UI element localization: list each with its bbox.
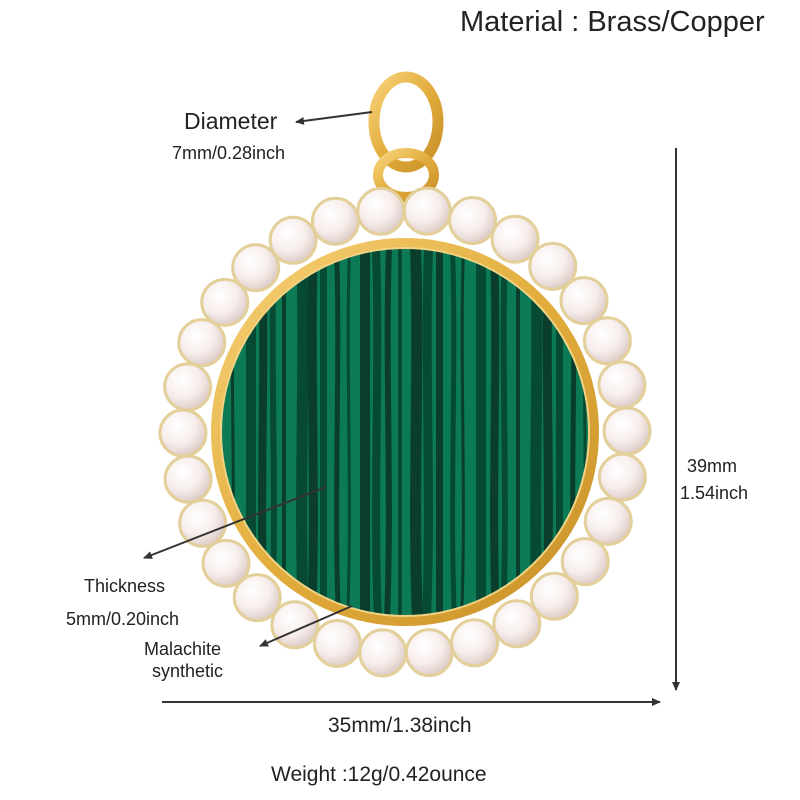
pearl-bead [492, 599, 542, 649]
height-mm: 39mm [687, 456, 738, 476]
pearl-bead [356, 186, 406, 236]
pearl-bead [232, 573, 282, 623]
pearl-bead [404, 628, 454, 678]
width-dimension: 35mm/1.38inch [328, 714, 472, 737]
bail-ring [368, 71, 444, 202]
pearl-bead [528, 241, 578, 291]
diameter-value: 7mm/0.28inch [172, 143, 286, 163]
pearl-bead [529, 571, 579, 621]
pearl-bead [268, 215, 318, 265]
pearl-bead [583, 496, 633, 546]
pearl-bead [448, 196, 498, 246]
pearl-bead [450, 618, 500, 668]
pearl-bead [163, 454, 213, 504]
pearl-bead [231, 243, 281, 293]
pearl-bead [177, 318, 227, 368]
pearl-bead [402, 186, 452, 236]
pearl-bead [200, 277, 250, 327]
pearl-bead [312, 618, 362, 668]
pearl-bead [602, 406, 652, 456]
pearl-border [158, 186, 652, 678]
pearl-bead [597, 360, 647, 410]
pearl-bead [490, 214, 540, 264]
pearl-bead [178, 498, 228, 548]
pearl-bead [597, 452, 647, 502]
pearl-bead [158, 408, 208, 458]
diameter-pointer-arrow [295, 111, 373, 125]
pearl-bead [310, 196, 360, 246]
material-title: Material : Brass/Copper [460, 6, 765, 38]
stone-pointer-arrow [259, 605, 353, 647]
pearl-bead [201, 538, 251, 588]
pearl-bead [560, 537, 610, 587]
pearl-bead [582, 316, 632, 366]
pearl-bead [163, 362, 213, 412]
pearl-bead [358, 628, 408, 678]
diameter-label: Diameter [184, 108, 278, 134]
stone-name-line2: synthetic [152, 661, 224, 681]
stone-name-line1: Malachite [144, 639, 222, 659]
thickness-value: 5mm/0.20inch [66, 609, 180, 629]
thickness-pointer-arrow [143, 486, 327, 559]
pearl-bead [559, 276, 609, 326]
weight-label: Weight :12g/0.42ounce [271, 763, 487, 786]
thickness-label: Thickness [84, 576, 166, 596]
height-inch: 1.54inch [680, 483, 749, 503]
